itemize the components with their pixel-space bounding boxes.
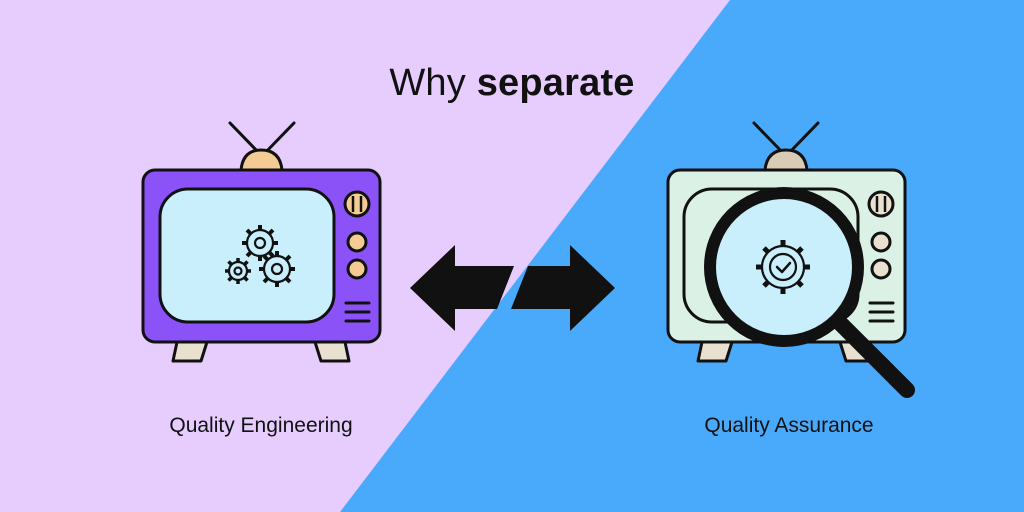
page-title: Why separate (0, 62, 1024, 105)
gears-icon (225, 225, 295, 287)
right-tv-speaker (868, 301, 895, 323)
right-tv (666, 121, 915, 398)
bidirectional-arrows-icon (410, 245, 615, 331)
caption-quality-assurance: Quality Assurance (704, 414, 874, 437)
gear-check-icon (756, 240, 810, 294)
caption-quality-engineering: Quality Engineering (169, 414, 353, 437)
left-arrow (410, 245, 514, 331)
magnifier-lens (711, 194, 857, 340)
left-tv-antenna (228, 121, 296, 172)
left-tv-speaker (344, 301, 371, 323)
title-emphasis: separate (476, 62, 635, 104)
left-tv-feet (171, 340, 351, 363)
left-tv-knobs (343, 190, 371, 280)
title-prefix: Why (389, 62, 466, 104)
right-tv-knobs (867, 190, 895, 280)
magnifying-glass-icon (704, 187, 915, 398)
right-tv-antenna (752, 121, 820, 172)
right-arrow (511, 245, 615, 331)
left-tv (141, 121, 382, 363)
